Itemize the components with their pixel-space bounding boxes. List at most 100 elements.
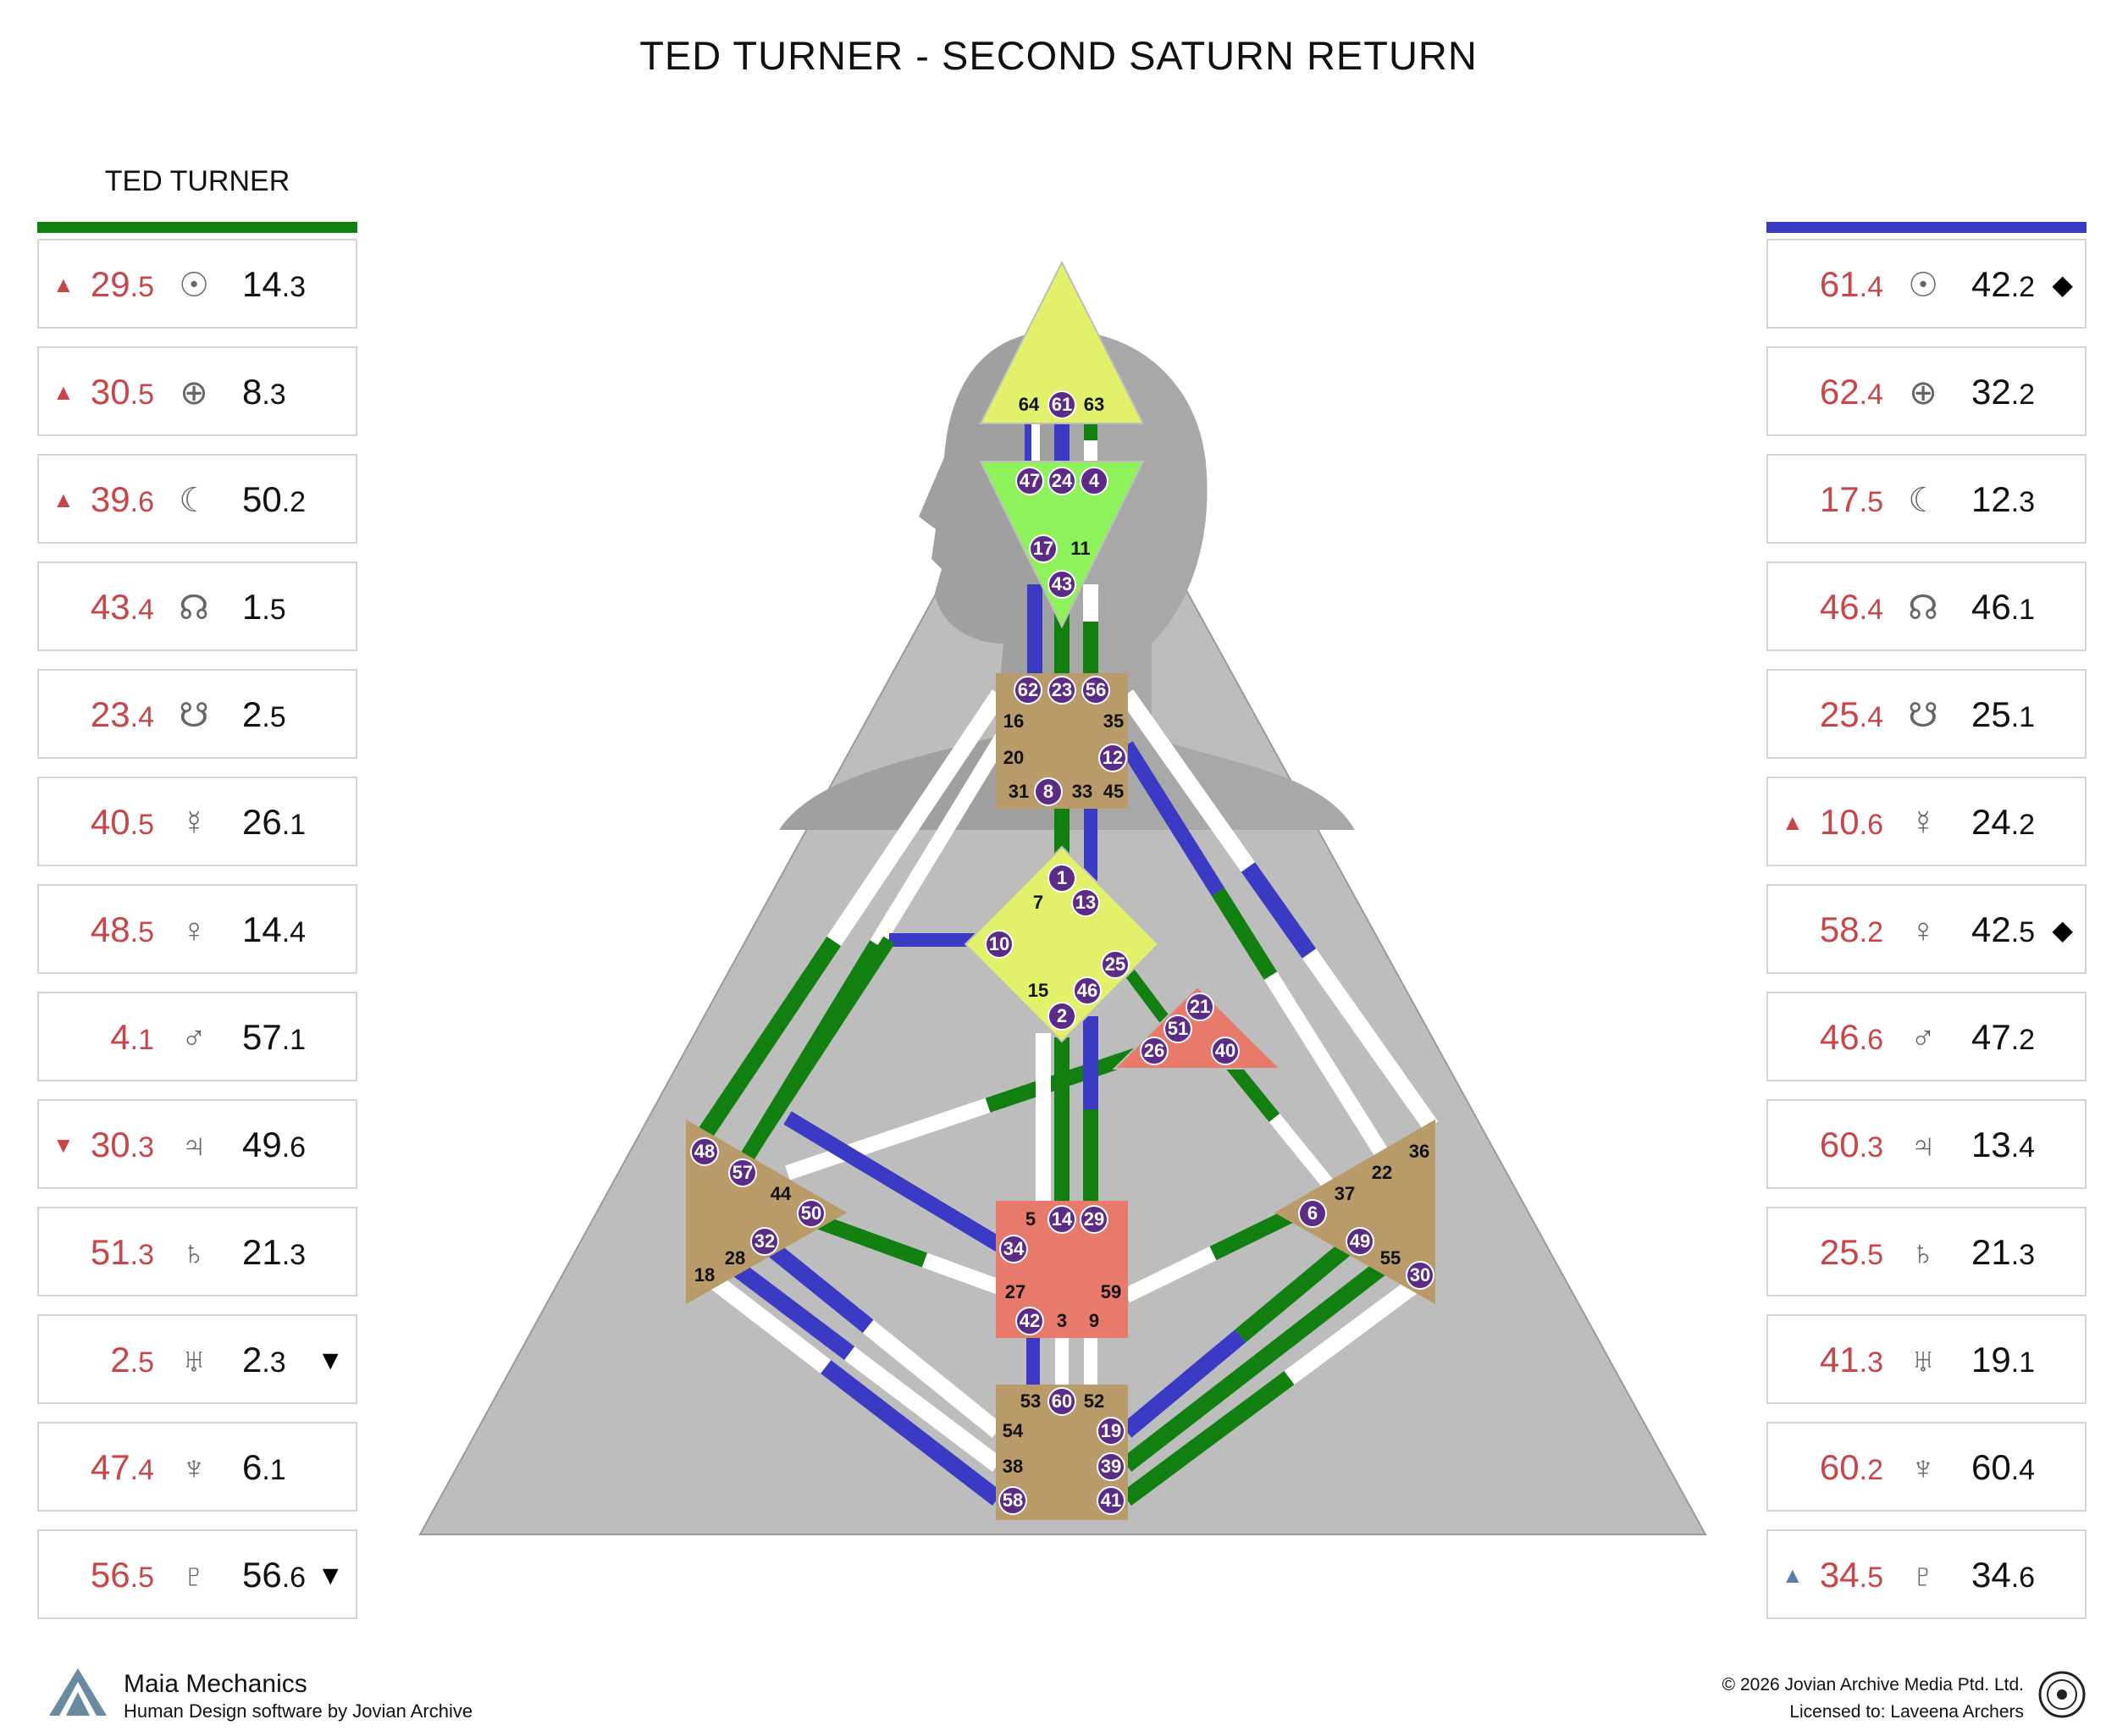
left-row-pluto: 56.5♇56.6▼ — [37, 1529, 357, 1619]
design-gate-number: 60 — [1819, 1447, 1860, 1487]
design-gate-number: 10 — [1819, 802, 1860, 842]
gate-2: 2 — [1047, 1002, 1076, 1031]
design-gate: 30.3 — [91, 1125, 154, 1165]
personality-line-number: .2 — [2010, 379, 2036, 411]
design-line-number: .2 — [1859, 1454, 1883, 1486]
gate-number: 13 — [1075, 892, 1096, 913]
right-row-jupiter: 60.3♃13.4 — [1766, 1099, 2087, 1189]
gate-42: 42 — [1015, 1307, 1044, 1335]
gate-16: 16 — [1003, 710, 1024, 732]
gate-number: 27 — [1005, 1281, 1025, 1302]
saturn-icon: ♄ — [181, 1235, 207, 1272]
personality-line-number: .2 — [2010, 1024, 2036, 1056]
gate-9: 9 — [1089, 1310, 1099, 1331]
fixing-marker-icon: ◆ — [2052, 915, 2073, 945]
gate-number: 55 — [1380, 1247, 1401, 1269]
gate-24: 24 — [1047, 467, 1076, 495]
gate-number: 51 — [1168, 1018, 1188, 1039]
channel-50-27 — [810, 1212, 1003, 1295]
design-gate: 29.5 — [91, 264, 154, 305]
neptune-icon: ♆ — [1910, 1450, 1936, 1487]
gate-number: 10 — [989, 933, 1009, 954]
personality-gate-number: 32 — [1971, 372, 2011, 412]
right-row-south-node: 25.4☋25.1 — [1766, 669, 2087, 759]
personality-line-number: .3 — [2010, 486, 2036, 518]
design-gate-number: 2 — [110, 1340, 130, 1379]
profile-silhouette — [779, 330, 1062, 830]
personality-gate: 25.1 — [1971, 694, 2035, 735]
personality-gate-number: 13 — [1971, 1125, 2011, 1164]
design-gate: 56.5 — [91, 1555, 154, 1595]
gate-47: 47 — [1015, 467, 1044, 495]
personality-gate-number: 6 — [242, 1447, 263, 1487]
gate-number: 25 — [1105, 954, 1125, 975]
gate-number: 16 — [1003, 710, 1024, 732]
personality-gate: 56.6 — [242, 1555, 306, 1595]
personality-line-number: .4 — [281, 916, 307, 948]
south-node-icon: ☋ — [1908, 697, 1938, 734]
gate-52: 52 — [1084, 1390, 1104, 1412]
design-gate: 47.4 — [91, 1447, 154, 1488]
design-gate-number: 25 — [1819, 1232, 1860, 1272]
gate-39: 39 — [1097, 1452, 1125, 1481]
gate-dot — [1101, 950, 1130, 979]
personality-gate: 50.2 — [242, 479, 306, 520]
right-row-neptune: 60.2♆60.4 — [1766, 1422, 2087, 1512]
gate-19: 19 — [1097, 1417, 1125, 1446]
gate-number: 53 — [1020, 1390, 1041, 1412]
design-line-number: .4 — [1859, 379, 1883, 411]
gate-number: 58 — [1003, 1490, 1023, 1511]
channel-12-22 — [1119, 741, 1396, 1169]
personality-gate: 14.3 — [242, 264, 306, 305]
gate-dot — [1047, 1205, 1076, 1234]
copyright-text: © 2026 Jovian Archive Media Ptd. Ltd. — [1722, 1675, 2024, 1695]
design-gate: 30.5 — [91, 372, 154, 412]
personality-gate-number: 50 — [242, 479, 282, 519]
venus-icon: ♀ — [181, 912, 207, 949]
gate-dot — [1097, 1417, 1125, 1446]
earth-icon: ⊕ — [180, 374, 208, 412]
gate-number: 29 — [1084, 1208, 1104, 1230]
personality-gate: 34.6 — [1971, 1555, 2035, 1595]
gate-number: 12 — [1103, 747, 1123, 768]
gate-dot — [1081, 676, 1110, 705]
channel-19-49 — [1120, 1234, 1361, 1438]
jovian-seal-icon — [2038, 1671, 2086, 1718]
gate-number: 63 — [1084, 394, 1104, 415]
design-gate-number: 25 — [1819, 694, 1860, 734]
gate-dot — [1211, 1037, 1240, 1065]
gate-41: 41 — [1097, 1486, 1125, 1515]
design-gate: 10.6 — [1820, 802, 1883, 843]
channel-10-20-v — [739, 936, 895, 1164]
personality-line-number: .3 — [281, 1239, 307, 1271]
gate-49: 49 — [1346, 1227, 1374, 1256]
gate-5: 5 — [1025, 1208, 1036, 1230]
brand-subtitle: Human Design software by Jovian Archive — [124, 1700, 473, 1722]
left-row-jupiter: ▼30.3♃49.6 — [37, 1099, 357, 1189]
personality-line-number: .2 — [2010, 271, 2036, 303]
right-row-venus: 58.2♀42.5◆ — [1766, 884, 2087, 974]
ajna-center — [979, 461, 1145, 629]
gate-25: 25 — [1101, 950, 1130, 979]
fixing-marker-icon: ▼ — [317, 1345, 344, 1375]
left-row-mars: 4.1♂57.1 — [37, 992, 357, 1081]
gate-59: 59 — [1101, 1281, 1121, 1302]
design-line-number: .2 — [1859, 916, 1883, 948]
design-line-number: .5 — [130, 916, 154, 948]
design-gate: 43.4 — [91, 587, 154, 628]
personality-line-number: .1 — [281, 809, 307, 841]
gate-number: 18 — [694, 1264, 715, 1285]
design-line-number: .6 — [1859, 1024, 1883, 1056]
personality-gate-number: 24 — [1971, 802, 2011, 842]
personality-line-number: .1 — [281, 1024, 307, 1056]
gate-number: 8 — [1043, 781, 1053, 802]
design-line-number: .1 — [130, 1024, 154, 1056]
design-color-bar — [37, 222, 357, 233]
design-line-number: .4 — [130, 701, 154, 733]
brand-name: Maia Mechanics — [124, 1670, 307, 1698]
design-line-number: .5 — [130, 809, 154, 841]
gate-number: 57 — [732, 1162, 753, 1183]
personality-gate-number: 12 — [1971, 479, 2011, 519]
gate-number: 39 — [1101, 1456, 1121, 1477]
